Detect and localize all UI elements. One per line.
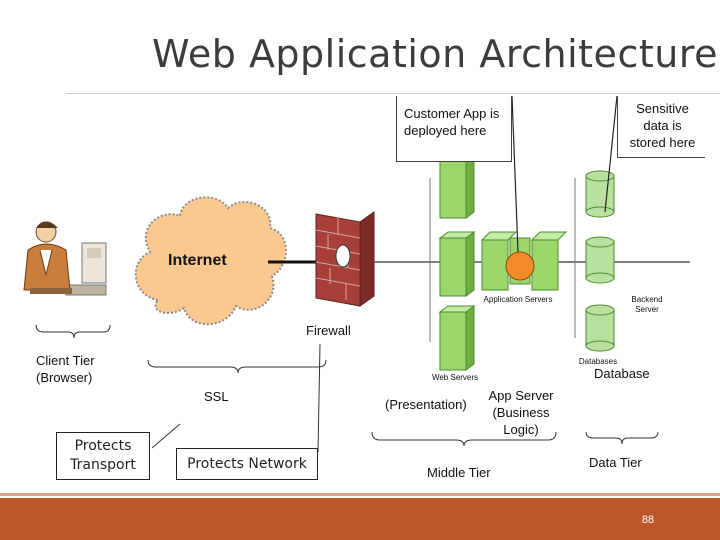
web-servers-caption: Web Servers bbox=[432, 373, 478, 382]
customer-app-callout: Customer App is deployed here bbox=[396, 96, 512, 162]
client-tier-label: Client Tier (Browser) bbox=[36, 353, 95, 385]
title-divider bbox=[66, 93, 720, 94]
user-at-computer-icon bbox=[20, 221, 110, 300]
internet-label: Internet bbox=[168, 252, 227, 269]
transport-connector bbox=[151, 423, 181, 449]
data-tier-brace bbox=[585, 431, 659, 445]
callout-pointer-app bbox=[511, 95, 519, 253]
ssl-brace bbox=[147, 359, 327, 374]
app-servers-caption: Application Servers bbox=[484, 295, 553, 304]
page-number: 88 bbox=[641, 514, 655, 526]
network-connector bbox=[317, 343, 321, 453]
backend-caption-line1: Backend bbox=[631, 295, 662, 304]
internet-cloud-icon bbox=[134, 196, 287, 326]
slide-title: Web Application Architecture bbox=[152, 32, 718, 76]
firewall-icon bbox=[315, 211, 375, 307]
app-server-label: App Server (Business Logic) bbox=[488, 388, 554, 437]
footer-bar bbox=[0, 498, 720, 540]
callout-pointer-data bbox=[604, 95, 618, 213]
app-deploy-marker-icon bbox=[505, 251, 535, 281]
middle-tier-label: Middle Tier bbox=[427, 465, 491, 480]
database-icon bbox=[585, 170, 615, 352]
data-tier-label: Data Tier bbox=[589, 455, 642, 470]
backend-caption-line2: Server bbox=[635, 305, 659, 314]
footer-accent-line bbox=[0, 493, 720, 496]
firewall-label: Firewall bbox=[306, 323, 351, 338]
protects-transport-box: Protects Transport bbox=[56, 432, 150, 480]
client-tier-brace bbox=[35, 324, 111, 339]
middle-tier-brace bbox=[371, 431, 557, 447]
presentation-label: (Presentation) bbox=[385, 397, 467, 412]
web-server-icon bbox=[438, 153, 476, 371]
protects-network-box: Protects Network bbox=[176, 448, 318, 480]
sensitive-data-callout: Sensitive data is stored here bbox=[617, 96, 705, 158]
ssl-label: SSL bbox=[204, 389, 229, 404]
database-label: Database bbox=[594, 366, 650, 381]
databases-caption: Databases bbox=[579, 357, 617, 366]
